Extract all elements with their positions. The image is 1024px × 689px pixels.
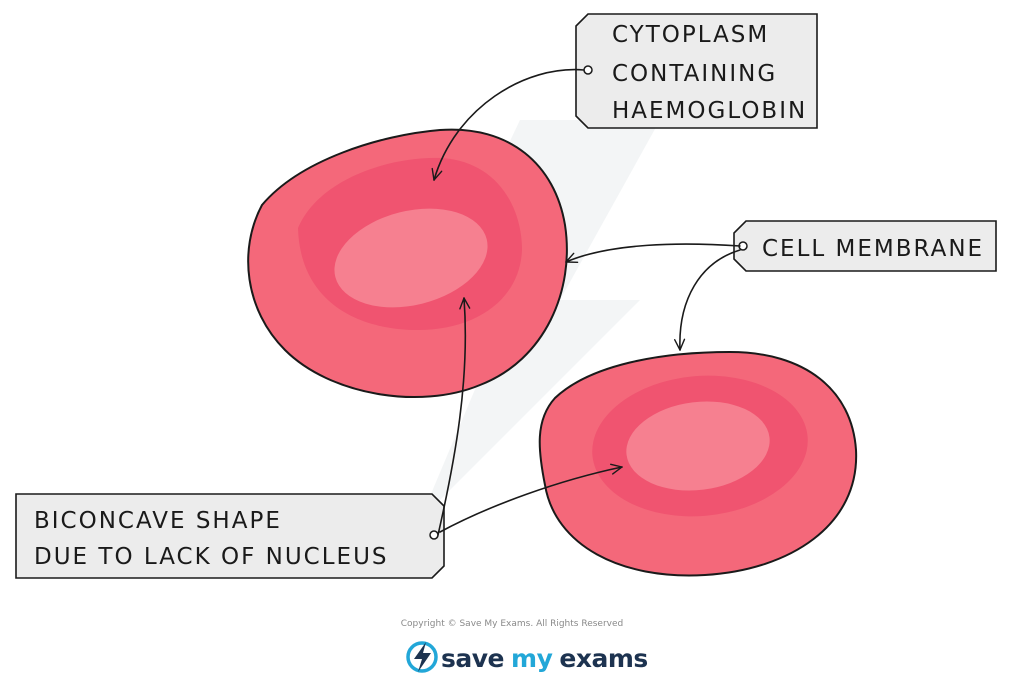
red-blood-cell-upper xyxy=(247,128,568,399)
label-biconcave-line-2: DUE TO LACK OF NUCLEUS xyxy=(34,544,389,570)
label-biconcave: BICONCAVE SHAPE DUE TO LACK OF NUCLEUS xyxy=(15,493,445,579)
label-cell-membrane: CELL MEMBRANE xyxy=(733,220,997,272)
arrows xyxy=(431,68,741,536)
arrow-cytoplasm xyxy=(431,68,585,181)
arrow-biconcave-upper-cell xyxy=(437,297,471,536)
red-blood-cell-lower xyxy=(538,350,858,577)
label-cytoplasm-line-2: CONTAINING xyxy=(612,61,777,87)
label-cytoplasm-line-3: HAEMOGLOBIN xyxy=(612,98,807,124)
copyright-text: Copyright © Save My Exams. All Rights Re… xyxy=(401,619,623,629)
brand-exams: exams xyxy=(559,644,647,673)
brand-save: save xyxy=(441,644,504,673)
lightning-bolt-icon xyxy=(406,641,438,673)
label-biconcave-line-1: BICONCAVE SHAPE xyxy=(34,508,282,534)
label-cytoplasm-line-1: CYTOPLASM xyxy=(612,22,769,48)
arrow-biconcave-lower-cell xyxy=(439,463,623,533)
arrow-membrane-lower-cell xyxy=(673,249,741,351)
label-cytoplasm: CYTOPLASM CONTAINING HAEMOGLOBIN xyxy=(575,13,818,129)
label-cell-membrane-text: CELL MEMBRANE xyxy=(762,236,984,262)
arrow-membrane-upper-cell xyxy=(565,243,741,264)
brand-my: my xyxy=(511,644,553,673)
